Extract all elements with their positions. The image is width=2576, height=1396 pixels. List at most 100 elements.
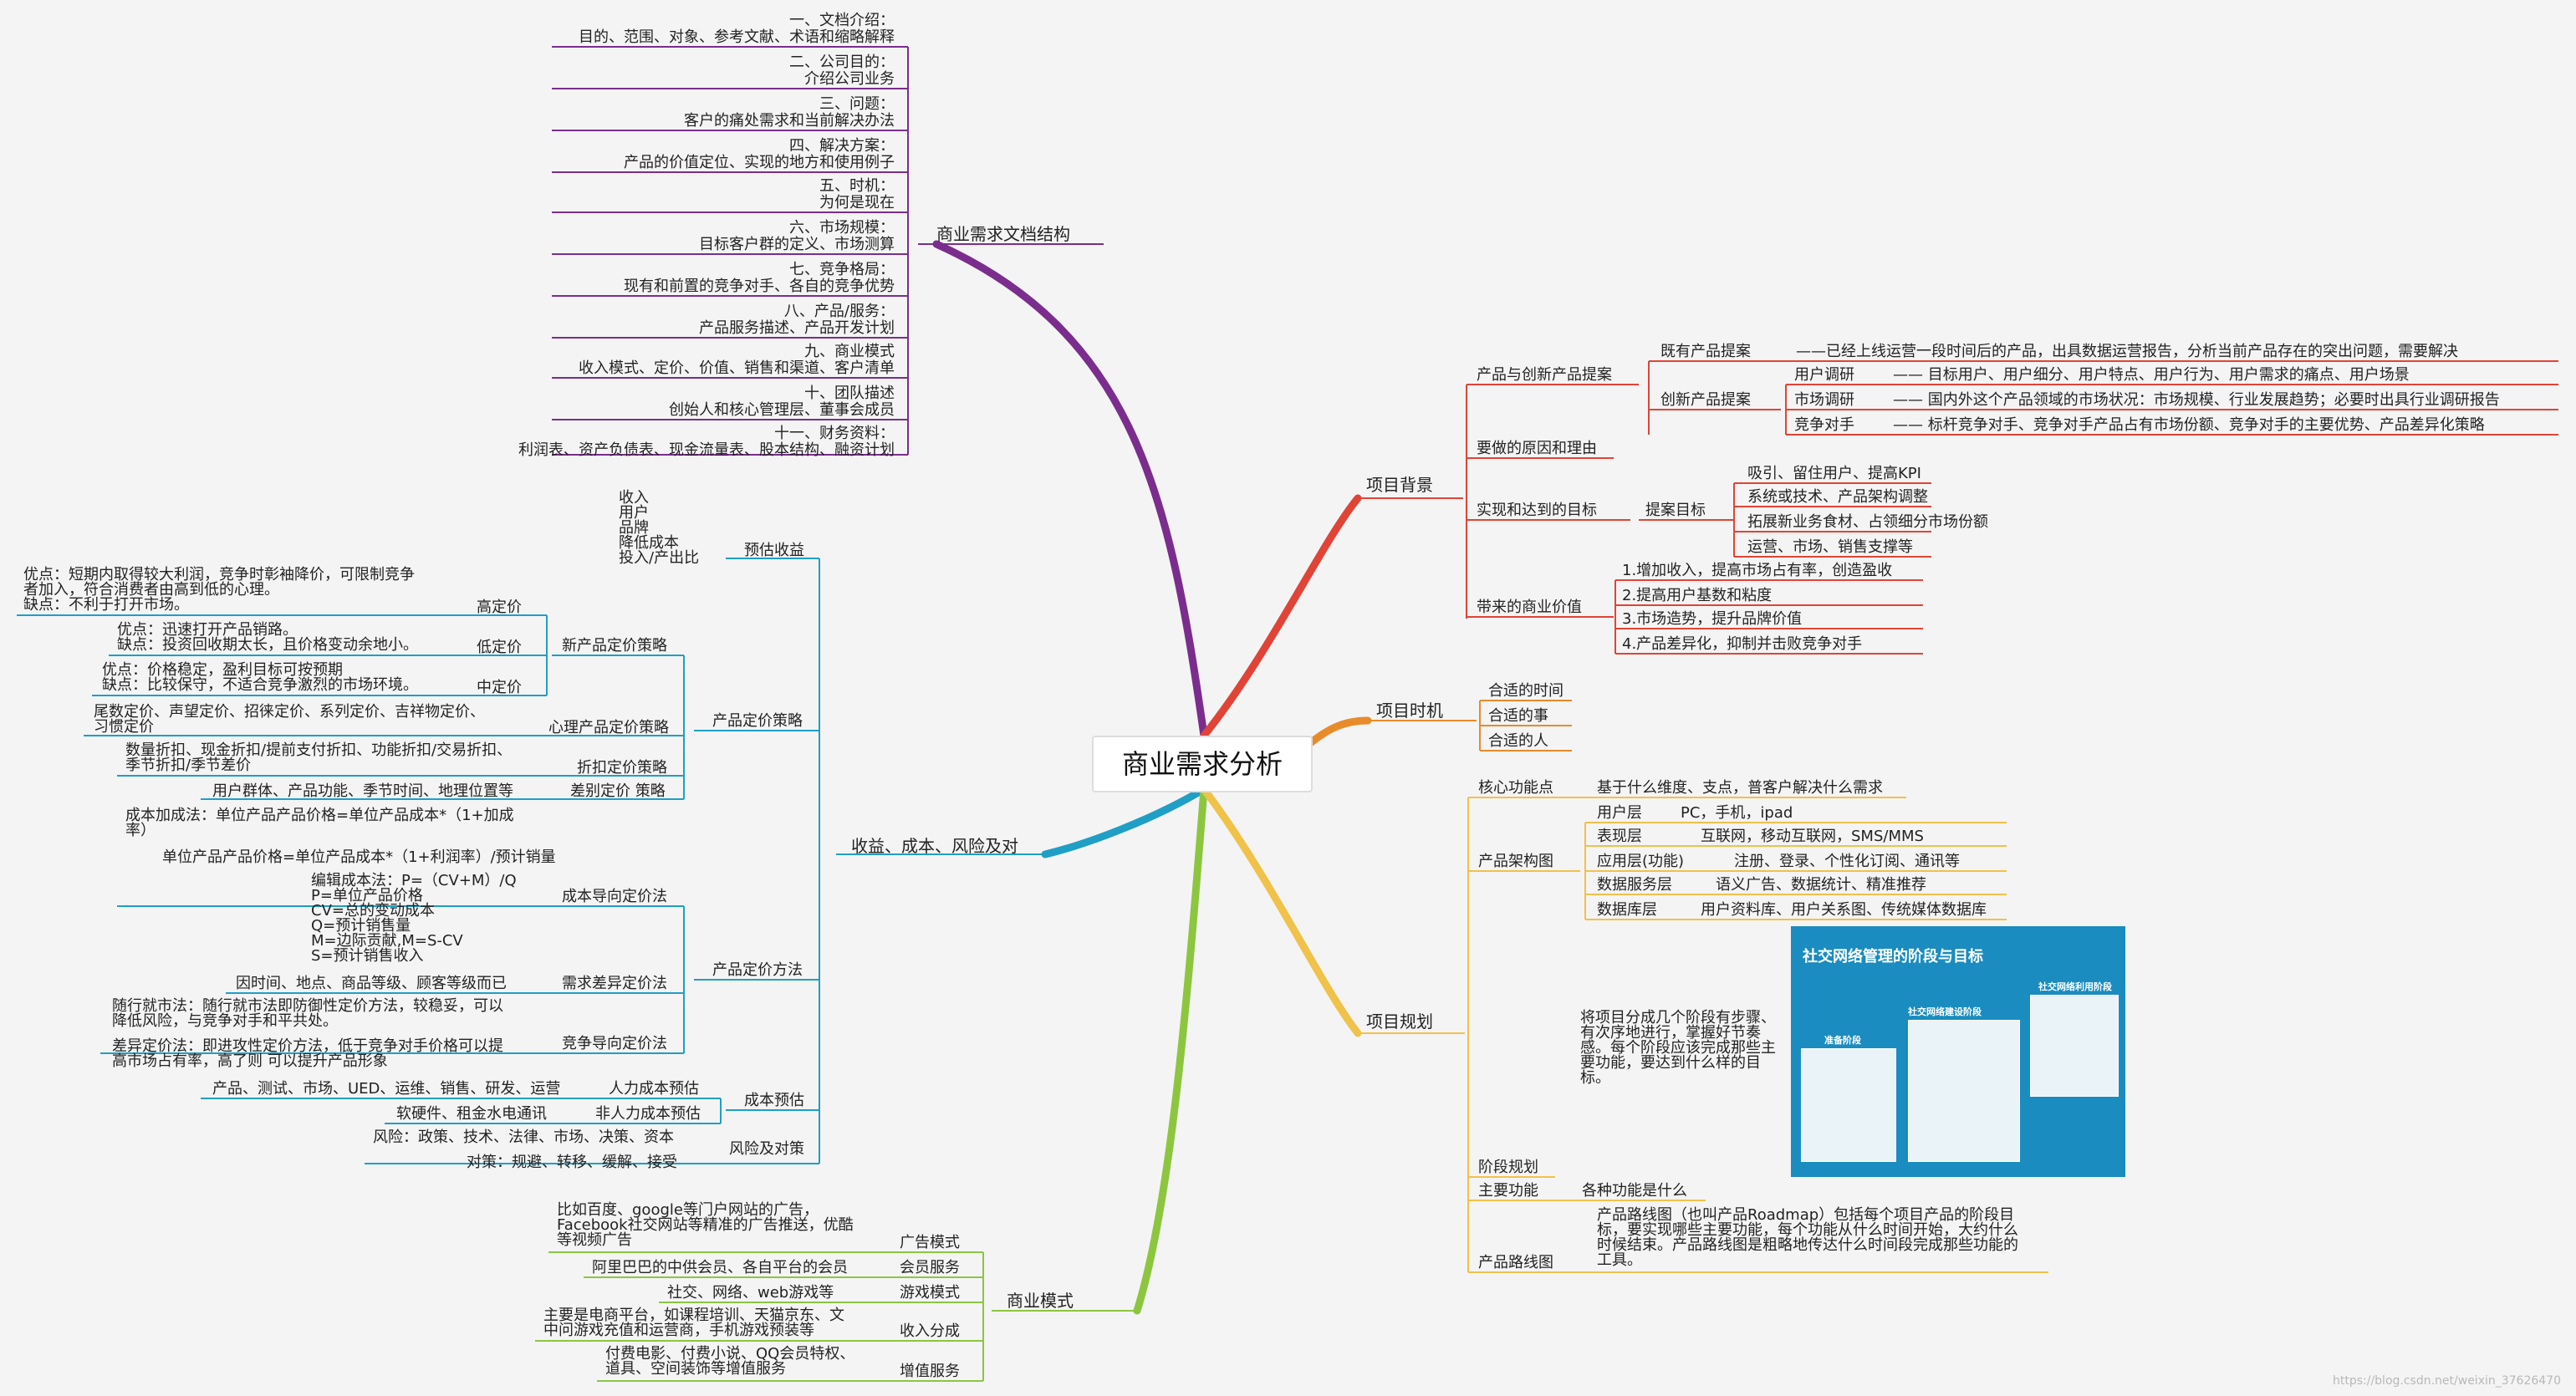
mid-price-label[interactable]: 中定价 [477, 679, 522, 696]
branch-line-timing [1305, 716, 1372, 748]
roadmap-label[interactable]: 产品路线图 [1478, 1254, 1553, 1271]
branch-business-model[interactable]: 商业模式 [1007, 1291, 1074, 1311]
timing-item-1[interactable]: 合适的时间 [1488, 682, 1563, 700]
bm-ad-line-3: 等视频广告 [557, 1231, 632, 1249]
branch-line-planning [1200, 785, 1362, 1037]
goal-item-2[interactable]: 系统或技术、产品架构调整 [1747, 488, 1928, 506]
profit-line-3: 品牌 [619, 519, 649, 537]
branch-line-revenue [1041, 785, 1208, 858]
doc-item-8-title: 八、产品/服务： [783, 303, 895, 320]
user-research-label[interactable]: 用户调研 [1794, 366, 1854, 384]
low-price-label[interactable]: 低定价 [477, 639, 522, 656]
cost-method-label[interactable]: 成本导向定价法 [562, 888, 667, 905]
cost-method-line-8: M=边际贡献,M=S-CV [311, 932, 463, 950]
value-item-1[interactable]: 1.增加收入，提高市场占有率，创造盈收 [1622, 562, 1893, 579]
competitor-label[interactable]: 竞争对手 [1794, 416, 1854, 434]
doc-item-3-title: 三、问题： [819, 95, 895, 113]
arch-app-text: 注册、登录、个性化订阅、通讯等 [1734, 853, 1960, 870]
arch-data-svc-label[interactable]: 数据服务层 [1597, 876, 1672, 894]
branch-project-background[interactable]: 项目背景 [1366, 475, 1433, 495]
innov-proposal-label[interactable]: 创新产品提案 [1660, 391, 1751, 409]
cost-method-line-1: 成本加成法：单位产品产品价格=单位产品成本*（1+加成 [125, 807, 514, 824]
cost-method-line-6: CV=总的变动成本 [311, 902, 435, 920]
new-pricing-label[interactable]: 新产品定价策略 [562, 637, 667, 655]
doc-item-3-text: 客户的痛处需求和当前解决办法 [684, 112, 895, 130]
value-item-3[interactable]: 3.市场造势，提升品牌价值 [1622, 610, 1803, 628]
doc-item-10-text: 创始人和核心管理层、董事会成员 [669, 401, 895, 419]
nonhuman-cost-label[interactable]: 非人力成本预估 [595, 1105, 701, 1123]
stage-build-label: 社交网络建设阶段 [1908, 1006, 1982, 1017]
exist-proposal-label[interactable]: 既有产品提案 [1660, 343, 1751, 360]
watermark: https://blog.csdn.net/weixin_37626470 [2332, 1374, 2561, 1388]
bm-ad-line-1: 比如百度、google等门户网站的广告， [557, 1201, 819, 1219]
proposal-goal-label[interactable]: 提案目标 [1645, 502, 1706, 519]
compete-method-label[interactable]: 竞争导向定价法 [562, 1035, 667, 1052]
demand-method-label[interactable]: 需求差异定价法 [562, 975, 667, 992]
main-function-label[interactable]: 主要功能 [1478, 1182, 1538, 1200]
cost-method-line-3: 单位产品产品价格=单位产品成本*（1+利润率）/预计销量 [162, 848, 556, 866]
doc-item-8-text: 产品服务描述、产品开发计划 [699, 319, 895, 337]
bm-revshare-label[interactable]: 收入分成 [900, 1322, 960, 1340]
arch-label[interactable]: 产品架构图 [1478, 853, 1553, 870]
branch-project-planning[interactable]: 项目规划 [1366, 1011, 1433, 1032]
product-proposal-label[interactable]: 产品与创新产品提案 [1477, 366, 1612, 384]
stage-desc-line-1: 将项目分成几个阶段有步骤、 [1580, 1009, 1776, 1027]
branch-project-timing[interactable]: 项目时机 [1376, 701, 1443, 721]
discount-line-1: 数量折扣、现金折扣/提前支付折扣、功能折扣/交易折扣、 [125, 741, 513, 759]
risk-label[interactable]: 风险及对策 [729, 1140, 804, 1158]
timing-item-3[interactable]: 合适的人 [1488, 732, 1548, 750]
stage-desc-line-3: 感。每个阶段应该完成那些主 [1580, 1039, 1776, 1057]
pricing-strategy-label[interactable]: 产品定价策略 [712, 712, 803, 730]
stages-image-title: 社交网络管理的阶段与目标 [1803, 948, 1983, 965]
profit-label[interactable]: 预估收益 [744, 542, 804, 559]
arch-db-label[interactable]: 数据库层 [1597, 901, 1657, 919]
demand-method-line-1: 因时间、地点、商品等级、顾客等级而已 [236, 975, 507, 992]
high-price-label[interactable]: 高定价 [477, 599, 522, 616]
goal-label[interactable]: 实现和达到的目标 [1477, 502, 1597, 519]
value-label[interactable]: 带来的商业价值 [1477, 599, 1582, 616]
high-price-line-2: 者加入，符合消费者由高到低的心理。 [23, 581, 279, 599]
bm-vas-label[interactable]: 增值服务 [900, 1363, 960, 1380]
roadmap-line-4: 工具。 [1597, 1251, 1642, 1269]
market-research-label[interactable]: 市场调研 [1794, 391, 1854, 409]
stage-desc-line-4: 要功能，要达到什么样的目 [1580, 1054, 1761, 1072]
arch-present-label[interactable]: 表现层 [1597, 828, 1642, 845]
human-cost-label[interactable]: 人力成本预估 [609, 1080, 699, 1098]
doc-item-6-title: 六、市场规模： [789, 219, 895, 237]
arch-user-label[interactable]: 用户层 [1597, 804, 1642, 822]
bm-member-label[interactable]: 会员服务 [900, 1259, 960, 1276]
cost-estimate-label[interactable]: 成本预估 [744, 1092, 804, 1109]
core-function-label[interactable]: 核心功能点 [1478, 779, 1553, 797]
timing-item-2[interactable]: 合适的事 [1488, 707, 1548, 725]
bm-ad-line-2: Facebook社交网站等精准的广告推送，优酷 [557, 1216, 854, 1234]
branch-line-business [1133, 785, 1208, 1315]
stage-plan-label[interactable]: 阶段规划 [1478, 1159, 1538, 1176]
arch-app-label[interactable]: 应用层(功能) [1597, 853, 1685, 870]
branch-doc-structure[interactable]: 商业需求文档结构 [936, 224, 1070, 244]
stage-desc-line-2: 有次序地进行，掌握好节奏 [1580, 1024, 1761, 1042]
goal-item-1[interactable]: 吸引、留住用户、提高KPI [1747, 465, 1921, 482]
pricing-method-label[interactable]: 产品定价方法 [712, 961, 803, 979]
doc-item-10-title: 十、团队描述 [804, 385, 895, 402]
stage-use-panel [2030, 995, 2119, 1097]
bm-game-label[interactable]: 游戏模式 [900, 1284, 960, 1302]
value-item-2[interactable]: 2.提高用户基数和粘度 [1622, 587, 1773, 604]
root-topic[interactable]: 商业需求分析 [1092, 736, 1313, 792]
high-price-line-3: 缺点：不利于打开市场。 [23, 596, 189, 614]
human-cost-text: 产品、测试、市场、UED、运维、销售、研发、运营 [212, 1080, 561, 1098]
doc-item-7-text: 现有和前置的竞争对手、各自的竞争优势 [624, 278, 895, 295]
discount-pricing-label[interactable]: 折扣定价策略 [577, 759, 667, 777]
psych-pricing-label[interactable]: 心理产品定价策略 [548, 719, 669, 736]
profit-line-5: 投入/产出比 [619, 549, 700, 567]
branch-revenue-cost-risk[interactable]: 收益、成本、风险及对 [851, 836, 1018, 856]
goal-item-4[interactable]: 运营、市场、销售支撑等 [1747, 538, 1913, 556]
diff-pricing-label[interactable]: 差别定价 策略 [570, 782, 666, 800]
bm-ad-label[interactable]: 广告模式 [900, 1234, 960, 1251]
reason-label[interactable]: 要做的原因和理由 [1477, 440, 1597, 457]
value-item-4[interactable]: 4.产品差异化，抑制并击败竞争对手 [1622, 635, 1863, 653]
cost-method-line-2: 率） [125, 822, 156, 839]
doc-item-7-title: 七、竞争格局： [789, 261, 895, 278]
low-price-line-1: 优点：迅速打开产品销路。 [117, 621, 298, 639]
goal-item-3[interactable]: 拓展新业务食材、占领细分市场份额 [1747, 513, 1988, 531]
